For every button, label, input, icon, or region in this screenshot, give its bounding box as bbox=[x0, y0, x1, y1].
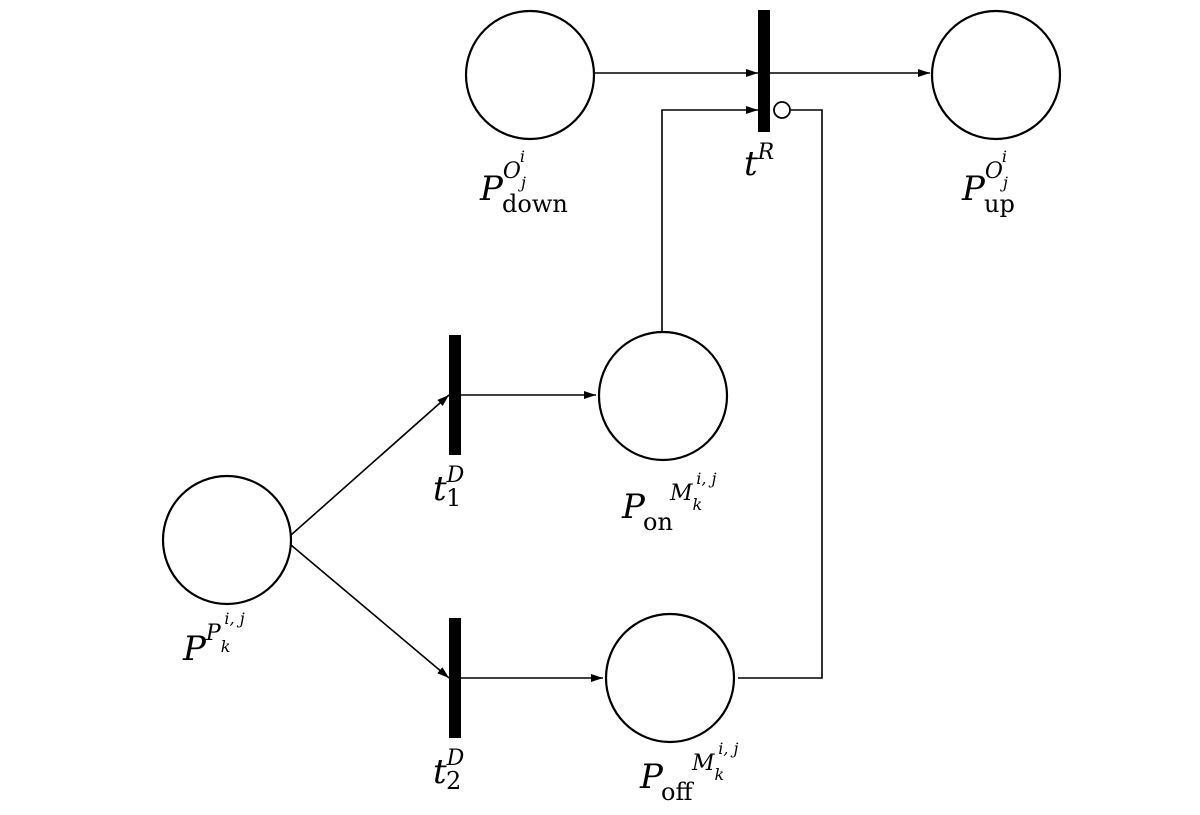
label-p-up-sub: up bbox=[984, 190, 1015, 218]
inhibitor-arc-poff-to-tr bbox=[738, 109, 823, 679]
label-p-on-sup: Mki, j bbox=[669, 469, 717, 514]
place-p-down bbox=[464, 9, 596, 141]
arc-pk-to-t1 bbox=[290, 394, 450, 536]
label-p-off: P bbox=[639, 757, 664, 797]
label-p-off-sup: Mki, j bbox=[691, 739, 739, 784]
place-p-on bbox=[597, 330, 729, 462]
place-p-up bbox=[930, 9, 1062, 141]
label-p-off-sub: off bbox=[661, 778, 694, 806]
place-p-k bbox=[161, 474, 293, 606]
transition-t1-d bbox=[449, 335, 461, 455]
label-p-up: POji bbox=[961, 147, 1008, 209]
label-p-on-sub: on bbox=[643, 508, 673, 536]
label-p-down: POji bbox=[479, 147, 526, 209]
label-t1-d: tD bbox=[433, 463, 465, 509]
transition-t2-d bbox=[449, 618, 461, 738]
place-p-off bbox=[604, 612, 736, 744]
label-p-down-sub: down bbox=[502, 190, 568, 218]
arc-pon-to-tr bbox=[661, 106, 758, 333]
arc-pk-to-t2 bbox=[290, 544, 450, 679]
label-t-r: tR bbox=[744, 140, 774, 184]
inhibitor-circle bbox=[773, 101, 791, 119]
label-t2-d: tD bbox=[433, 746, 465, 792]
label-t1-d-sub: 1 bbox=[446, 484, 461, 512]
label-p-k: PPki, j bbox=[182, 609, 245, 669]
label-t2-d-sub: 2 bbox=[446, 767, 461, 795]
label-p-on: P bbox=[621, 487, 646, 527]
transition-t-r bbox=[758, 10, 770, 132]
